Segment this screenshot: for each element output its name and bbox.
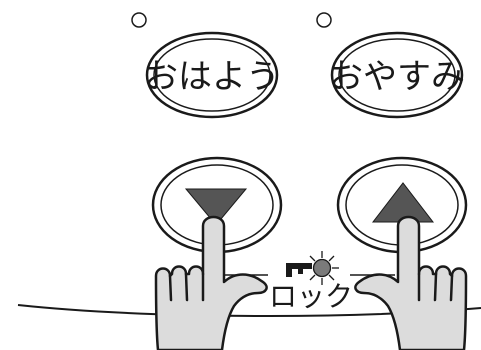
left-hand-icon: [154, 215, 268, 350]
indicator-lamp-icon: [305, 251, 339, 285]
good-night-indicator: [316, 12, 332, 28]
right-hand-icon: [354, 215, 468, 350]
good-morning-button[interactable]: おはよう: [144, 31, 280, 119]
good-morning-label: おはよう: [144, 57, 280, 97]
good-night-label: おやすみ: [329, 57, 465, 97]
good-night-button[interactable]: おやすみ: [329, 31, 465, 119]
good-morning-indicator: [131, 12, 147, 28]
key-icon: [286, 263, 312, 277]
lock-label: ロック: [269, 280, 353, 313]
down-triangle-icon: [184, 188, 248, 226]
up-button[interactable]: [336, 156, 468, 254]
